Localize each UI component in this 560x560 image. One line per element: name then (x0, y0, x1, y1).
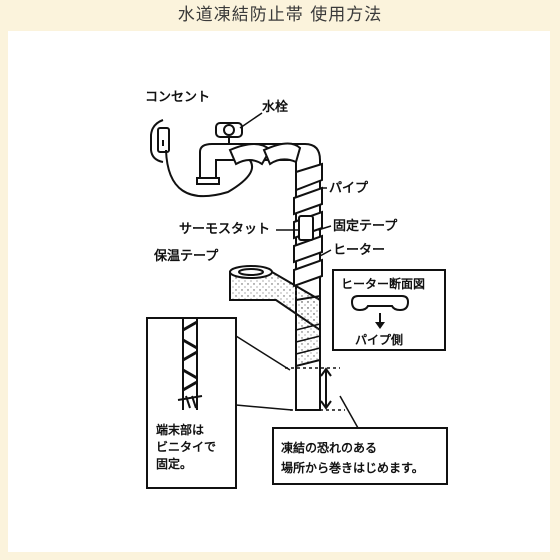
pipe-side-label: パイプ側 (355, 332, 403, 347)
pipe-lower-wrap (295, 323, 321, 355)
faucet-leader-line (239, 112, 263, 129)
wrap-start-marker (235, 335, 345, 411)
power-cord (165, 149, 253, 198)
end-detail-inset: 端末部は ビニタイで 固定。 (146, 317, 237, 489)
cross-section-box: ヒーター断面図 パイプ側 (332, 269, 446, 351)
heater-cross-section-shape (350, 295, 410, 312)
outlet-label: コンセント (145, 90, 210, 105)
start-note-box: 凍結の恐れのある 場所から巻きはじめます。 (272, 395, 448, 485)
fixing-tape-leader-line (317, 225, 332, 231)
pipe-label: パイプ (329, 181, 369, 196)
cross-section-title: ヒーター断面図 (341, 276, 425, 291)
heater-spiral (228, 142, 323, 288)
pipe-side-arrow (375, 322, 385, 329)
thermostat-label: サーモスタット (179, 222, 270, 237)
insulation-tape-label: 保温テープ (153, 248, 219, 264)
end-note-line3: 固定。 (156, 456, 192, 471)
end-note-line2: ビニタイで (156, 439, 216, 454)
thermostat-device (298, 215, 314, 241)
page-title: 水道凍結防止帯 使用方法 (177, 5, 383, 25)
start-note-line2: 場所から巻きはじめます。 (281, 460, 424, 475)
heater-label: ヒーター (333, 243, 385, 258)
faucet-label: 水栓 (262, 99, 288, 115)
heater-leader-line (319, 249, 332, 257)
start-note-line1: 凍結の恐れのある (281, 440, 377, 455)
end-note-line1: 端末部は (156, 422, 204, 437)
fixing-tape-label: 固定テープ (333, 218, 398, 234)
outlet-illustration (150, 119, 170, 163)
insulation-tape-roll (229, 265, 321, 368)
vinyl-tie-icon (177, 395, 203, 409)
